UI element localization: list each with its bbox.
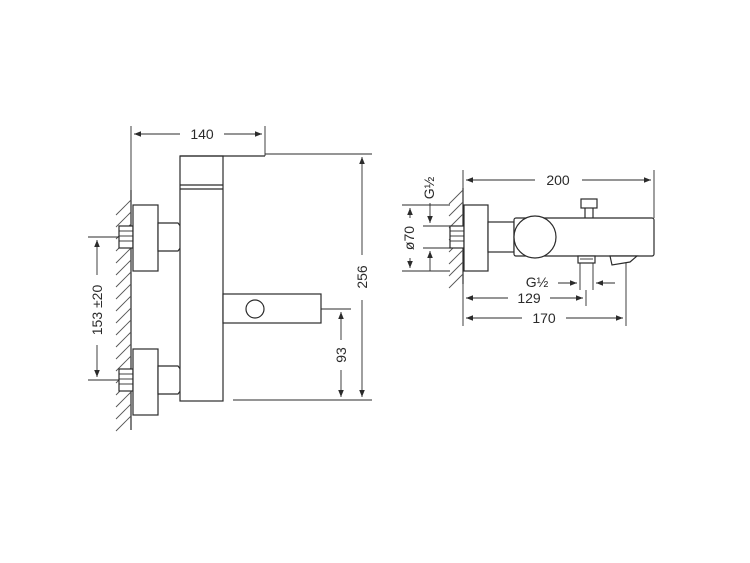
dim-thread-outlet: G½	[526, 274, 549, 290]
side-view	[448, 188, 655, 289]
dim-thread-inlet: G½	[421, 176, 437, 199]
dim-spout-height: 93	[333, 347, 349, 363]
dim-depth-total: 200	[546, 172, 570, 188]
dim-height-total: 256	[354, 265, 370, 289]
side-dimensions: 200 ø70 G½ G½ 129 170	[401, 170, 655, 326]
dim-outlet-offset: 129	[517, 290, 541, 306]
dim-handle-diameter: ø70	[401, 226, 417, 250]
front-view	[115, 155, 322, 432]
dim-inlet-spacing: 153 ±20	[89, 285, 105, 336]
front-dimensions: 140 256 93 153 ±20	[88, 126, 372, 401]
dim-spout-depth: 170	[532, 310, 556, 326]
dim-width-front: 140	[190, 126, 214, 142]
